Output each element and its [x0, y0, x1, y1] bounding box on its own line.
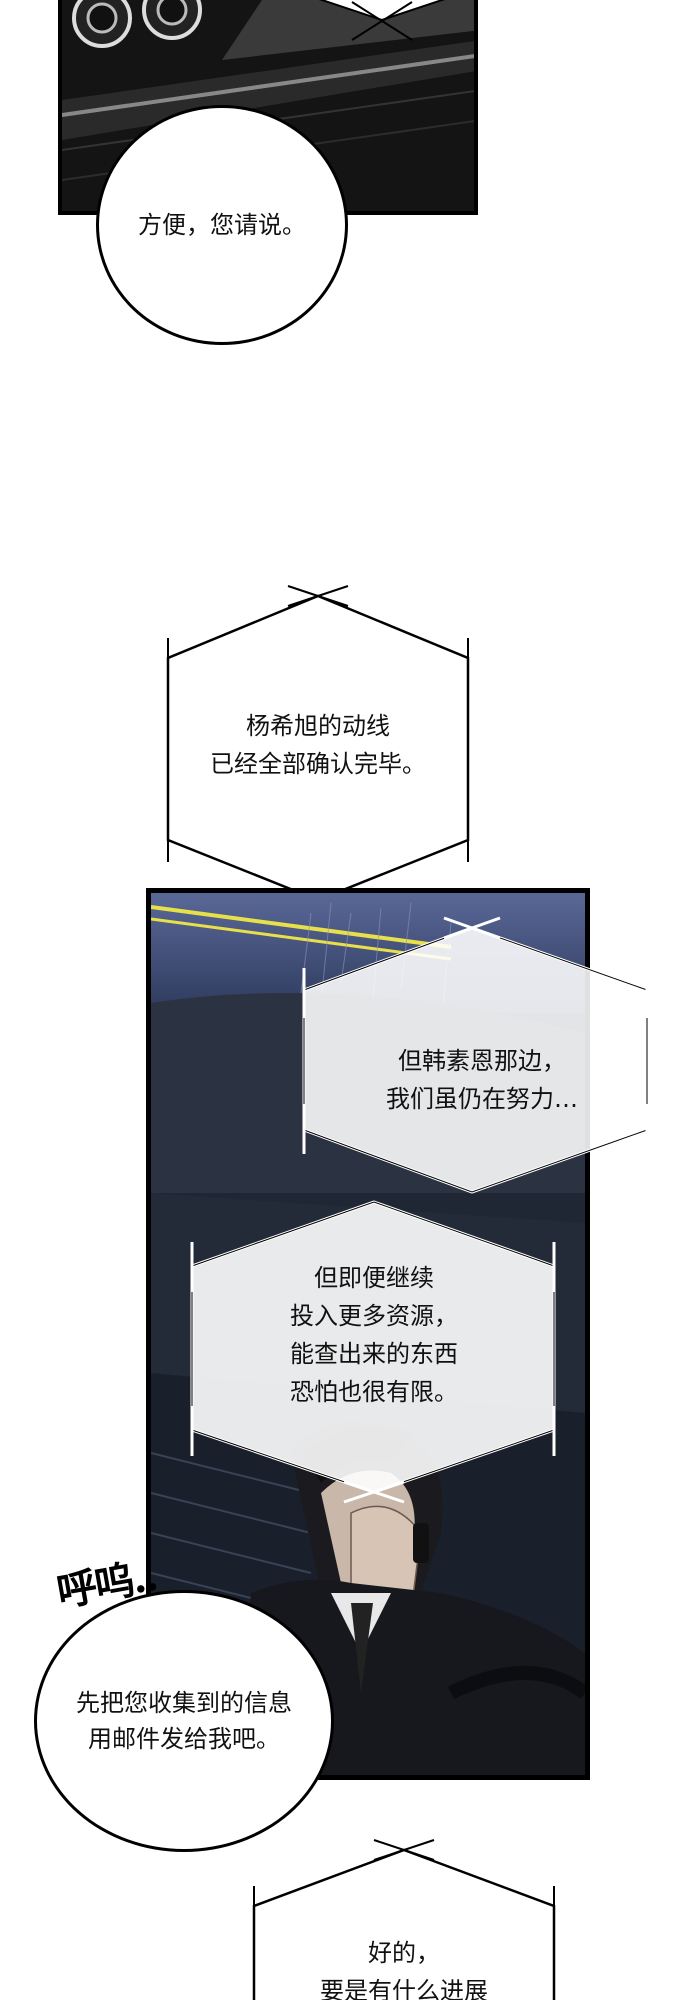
narration-text-4: 好的， 要是有什么进展 [320, 1939, 488, 2000]
narration-box-top-remnant [318, 0, 446, 41]
speech-bubble-send-email: 先把您收集到的信息 用邮件发给我吧。 [34, 1590, 334, 1852]
speech-bubble-convenient: 方便，您请说。 [96, 105, 348, 345]
narration-text-1: 杨希旭的动线 已经全部确认完毕。 [210, 712, 426, 778]
narration-box-4 [252, 1839, 556, 2000]
narration-text-2: 但韩素恩那边， 我们虽仍在努力… [386, 1047, 578, 1113]
narration-box-2 [302, 916, 649, 1194]
narration-text-3: 但即便继续 投入更多资源， 能查出来的东西 恐怕也很有限。 [290, 1264, 458, 1406]
narration-box-3 [190, 1200, 556, 1504]
car-dashboard-panel [58, 0, 478, 215]
